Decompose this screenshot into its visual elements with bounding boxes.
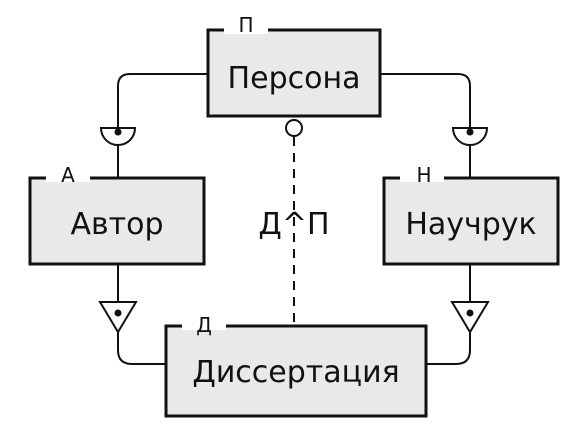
entity-persona: П Персона — [206, 13, 382, 118]
entity-persona-tag: П — [238, 13, 253, 37]
entity-advisor: Н Научрук — [382, 163, 560, 266]
relationship-optional-circle — [285, 119, 303, 137]
connector-author-dissertation-lower — [117, 330, 166, 365]
entity-author-name: Автор — [70, 207, 163, 242]
entity-author-box — [28, 176, 206, 266]
cardinality-cup-advisor — [451, 127, 489, 146]
cardinality-triangle-advisor — [450, 301, 490, 334]
entity-author-tag: А — [61, 163, 75, 187]
connectors — [117, 73, 471, 365]
connector-persona-author — [117, 73, 208, 128]
entity-advisor-box — [382, 176, 560, 266]
entity-advisor-name: Научрук — [405, 207, 536, 242]
connector-persona-advisor — [380, 73, 471, 128]
cardinality-triangle-author — [98, 301, 138, 334]
entity-advisor-tag: Н — [416, 163, 431, 187]
cardinality-cup-author — [99, 127, 137, 146]
relationship-label: Д^П — [258, 207, 329, 242]
entity-dissertation: Д Диссертация — [164, 313, 428, 418]
entity-dissertation-tag: Д — [196, 313, 212, 337]
entity-author: А Автор — [28, 163, 206, 266]
entity-persona-name: Персона — [228, 61, 361, 96]
entity-dissertation-name: Диссертация — [192, 355, 399, 390]
entity-dissertation-box — [164, 324, 428, 418]
connector-advisor-dissertation-lower — [426, 330, 471, 365]
entity-persona-box — [206, 28, 382, 118]
